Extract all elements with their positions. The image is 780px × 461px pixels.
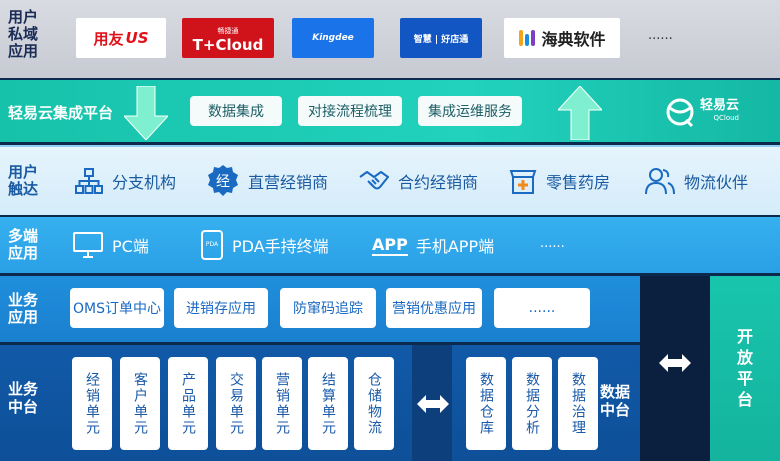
unit-data-warehouse: 数据仓库 — [466, 357, 506, 450]
org-chart-icon — [75, 168, 103, 194]
unit-marketing: 营销单元 — [262, 357, 302, 450]
pda-icon: PDA — [201, 230, 223, 260]
tplus-cloud-logo: 畅捷通 T+Cloud — [182, 18, 274, 58]
user-reach-row — [0, 145, 780, 215]
integration-platform-label: 轻易云集成平台 — [8, 104, 114, 122]
unit-settlement: 结算单元 — [308, 357, 348, 450]
platform-pill-ops-service: 集成运维服务 — [418, 96, 522, 126]
reach-logistics-partner: 物流伙伴 — [644, 163, 748, 199]
terminal-app: APP 手机APP端 — [372, 234, 495, 256]
qcloud-logo: 轻易云 QCloud — [664, 96, 739, 128]
open-platform — [710, 276, 780, 461]
user-reach-label: 用户 触达 — [8, 163, 39, 198]
bidirectional-arrow-icon — [417, 395, 449, 413]
svg-text:PDA: PDA — [206, 241, 219, 248]
people-icon — [645, 168, 675, 195]
multi-terminal-label: 多端 应用 — [8, 227, 39, 262]
unit-data-governance: 数据治理 — [558, 357, 598, 450]
reach-contract-dealer: 合约经销商 — [358, 163, 478, 199]
app-oms-order-center: OMS订单中心 — [70, 288, 164, 328]
app-more: ...... — [494, 288, 590, 328]
haidian-mark-icon — [519, 30, 536, 46]
multi-terminal-row — [0, 217, 780, 273]
unit-warehouse-logistics: 仓储物流 — [354, 357, 394, 450]
app-inventory: 进销存应用 — [174, 288, 268, 328]
unit-transaction: 交易单元 — [216, 357, 256, 450]
link-column — [640, 276, 710, 461]
unit-product: 产品单元 — [168, 357, 208, 450]
private-apps-more: ...... — [648, 28, 673, 43]
data-middle-label: 数据 中台 — [600, 383, 631, 419]
pharmacy-icon — [509, 170, 537, 194]
platform-pill-data-integration: 数据集成 — [190, 96, 282, 126]
up-arrow-icon — [558, 86, 602, 140]
app-anti-diversion: 防窜码追踪 — [280, 288, 376, 328]
unit-customer: 客户单元 — [120, 357, 160, 450]
private-apps-label: 用户 私域 应用 — [8, 8, 39, 60]
terminal-pc: PC端 — [72, 228, 149, 262]
unit-dealer: 经销单元 — [72, 357, 112, 450]
qcloud-mark-icon — [666, 98, 694, 128]
down-arrow-icon — [124, 86, 168, 140]
reach-branch: 分支机构 — [74, 163, 176, 199]
kingdee-logo: Kingdee — [292, 18, 374, 58]
bidirectional-arrow-icon — [659, 354, 691, 372]
unit-data-analysis: 数据分析 — [512, 357, 552, 450]
platform-pill-process-review: 对接流程梳理 — [298, 96, 402, 126]
handshake-icon — [359, 171, 389, 190]
reach-retail-pharmacy: 零售药房 — [508, 163, 610, 199]
jing-badge-icon: 经 — [208, 165, 238, 196]
terminal-more: ...... — [540, 236, 565, 251]
app-marketing-promo: 营销优惠应用 — [386, 288, 482, 328]
haidian-logo: 海典软件 — [504, 18, 620, 58]
app-icon: APP — [372, 234, 408, 256]
open-platform-label: 开 放 平 台 — [736, 327, 753, 409]
business-middle-label: 业务 中台 — [8, 380, 39, 416]
terminal-pda: PDA PDA手持终端 — [200, 228, 329, 262]
svg-text:经: 经 — [216, 174, 230, 190]
zhihui-haodiantong-logo: 智慧 | 好店通 — [400, 18, 482, 58]
monitor-icon — [73, 232, 103, 258]
business-apps-label: 业务 应用 — [8, 291, 39, 326]
reach-direct-dealer: 经 直营经销商 — [206, 163, 328, 199]
